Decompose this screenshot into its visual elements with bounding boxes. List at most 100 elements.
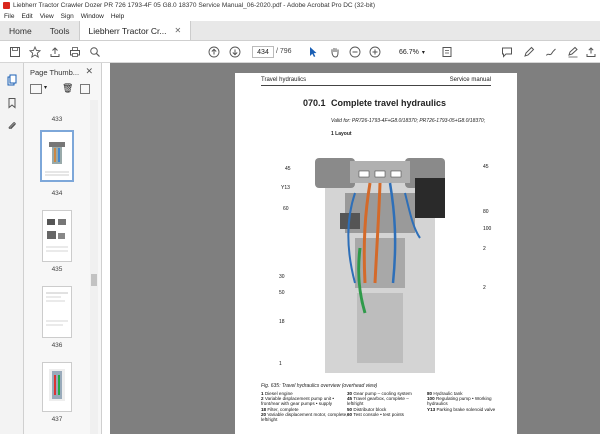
thumbnail-scrollbar-thumb[interactable] [91,274,97,286]
search-icon[interactable] [88,45,102,59]
legend-item: Y13 Parking brake solenoid valve [427,406,496,412]
next-page-icon[interactable] [228,45,242,59]
legend-item: 60 Test console • test points [347,411,404,417]
menu-edit[interactable]: Edit [21,12,33,20]
page-header-right: Service manual [449,77,491,83]
thumbnail-page-selected[interactable] [40,130,74,182]
legend-item: 100 Regulating pump • Working hydraulics [427,396,492,407]
diagram-callout: 80 [483,209,489,215]
comment-icon[interactable] [500,45,514,59]
thumbnail-preview [49,369,65,401]
diagram-callout: 30 [279,274,285,280]
thumbnail-preview [46,219,68,252]
thumbnail-page[interactable] [42,210,72,262]
page-header-left: Travel hydraulics [261,77,307,83]
legend-item: 30 Gear pump – cooling system [347,391,412,396]
title-bar: Liebherr Tractor Crawler Dozer PR 726 17… [0,0,600,11]
travel-hydraulics-diagram [315,158,445,373]
diagram-callout: 45 [483,164,489,170]
zoom-level-value: 66.7% [399,48,419,56]
legend-item: 2 Variable displacement pump unit • fron… [261,396,335,407]
bookmark-star-icon[interactable] [28,45,42,59]
menu-view[interactable]: View [39,12,54,20]
draw-icon[interactable] [544,45,558,59]
layout-heading: 1 Layout [331,131,352,137]
diagram-callout: Y13 [281,185,290,191]
thumbnail-page[interactable] [42,286,72,338]
legend-item: 50 Distributor block [347,406,387,412]
thumbnail-page[interactable] [42,362,72,412]
page-number-input[interactable]: 434 [252,46,274,58]
thumbnail-page-number: 434 [51,190,63,197]
thumbnail-page-number: 435 [51,266,63,273]
toolbar: 434 / 796 66.7% ▾ [0,41,600,63]
menu-window[interactable]: Window [80,12,104,20]
legend-column: 1 Diesel engine 2 Variable displacement … [261,391,351,422]
acrobat-logo-icon [3,2,10,9]
menu-file[interactable]: File [4,12,15,20]
page-thumbnails-icon[interactable] [5,73,19,87]
thumbnail-page-number: 436 [51,342,63,349]
bookmark-icon[interactable] [5,96,19,110]
panel-title: Page Thumb... [30,67,80,77]
thumbnail-scrollbar[interactable] [90,100,98,434]
diagram-callout: 2 [483,285,486,291]
valid-for-note: Valid for: PR726-1793-4F+G8.0/18370; PR7… [331,118,486,124]
share-icon[interactable] [584,45,598,59]
zoom-level-select[interactable]: 66.7% ▾ [395,46,431,58]
navigation-rail [0,63,24,434]
tab-home[interactable]: Home [9,25,32,36]
diagram-callout: 50 [279,290,285,296]
legend-item: 80 Hydraulic tank [427,391,463,396]
thumbnail-page-number: 433 [51,116,63,123]
diagram-callout: 18 [279,319,285,325]
figure-caption: Fig. 635: Travel hydraulics overview (ov… [261,383,378,389]
diagram-callout: 60 [283,206,289,212]
diagram-callout: 45 [285,166,291,172]
close-tab-icon[interactable]: ✕ [174,26,182,35]
panel-header: Page Thumb... [24,63,102,81]
highlight-pen-icon[interactable] [522,45,536,59]
chevron-down-icon[interactable]: ▾ [44,85,48,91]
select-cursor-icon[interactable] [306,45,320,59]
legend-item: 20 Variable displacement motor, complete… [261,411,348,423]
tab-document-label: Liebherr Tractor Cr... [88,25,167,36]
delete-page-icon[interactable]: 🗑 [62,83,74,93]
rotate-page-icon[interactable] [80,84,90,94]
pdf-page: Travel hydraulics Service manual 070.1 C… [235,73,517,434]
legend-column: 80 Hydraulic tank 100 Regulating pump • … [427,391,497,412]
upload-icon[interactable] [48,45,62,59]
diagram-callout: 2 [483,246,486,252]
tab-document[interactable]: Liebherr Tractor Cr... ✕ [78,21,192,40]
thumbnail-page-number: 437 [51,416,63,423]
page-total: / 796 [276,48,292,55]
print-icon[interactable] [68,45,82,59]
header-divider [261,85,491,86]
tab-bar: Home Tools Liebherr Tractor Cr... ✕ [0,21,600,41]
panel-tools: ▾ 🗑 [24,83,102,97]
previous-page-icon[interactable] [207,45,221,59]
diagram-callout: 100 [483,226,492,232]
thumbnail-preview [45,142,69,176]
zoom-in-icon[interactable] [368,45,382,59]
menu-bar: File Edit View Sign Window Help [0,11,600,21]
thumbnail-preview [46,292,68,326]
attachment-icon[interactable] [5,119,19,133]
save-icon[interactable] [8,45,22,59]
menu-sign[interactable]: Sign [60,12,74,20]
chevron-down-icon: ▾ [421,49,425,56]
window-title: Liebherr Tractor Crawler Dozer PR 726 17… [13,2,376,9]
section-number: 070.1 [303,98,326,108]
tab-tools[interactable]: Tools [49,25,70,36]
thumbnail-options-icon[interactable] [30,84,42,94]
section-title: Complete travel hydraulics [331,98,447,108]
zoom-out-icon[interactable] [348,45,362,59]
legend-item: 18 Filter, complete [261,406,299,412]
diagram-callout: 1 [279,361,282,367]
sign-icon[interactable] [566,45,580,59]
menu-help[interactable]: Help [110,12,125,20]
hand-tool-icon[interactable] [328,45,342,59]
legend-column: 30 Gear pump – cooling system 45 Travel … [347,391,425,417]
page-fit-icon[interactable] [440,45,454,59]
close-panel-icon[interactable]: ✕ [85,66,93,76]
